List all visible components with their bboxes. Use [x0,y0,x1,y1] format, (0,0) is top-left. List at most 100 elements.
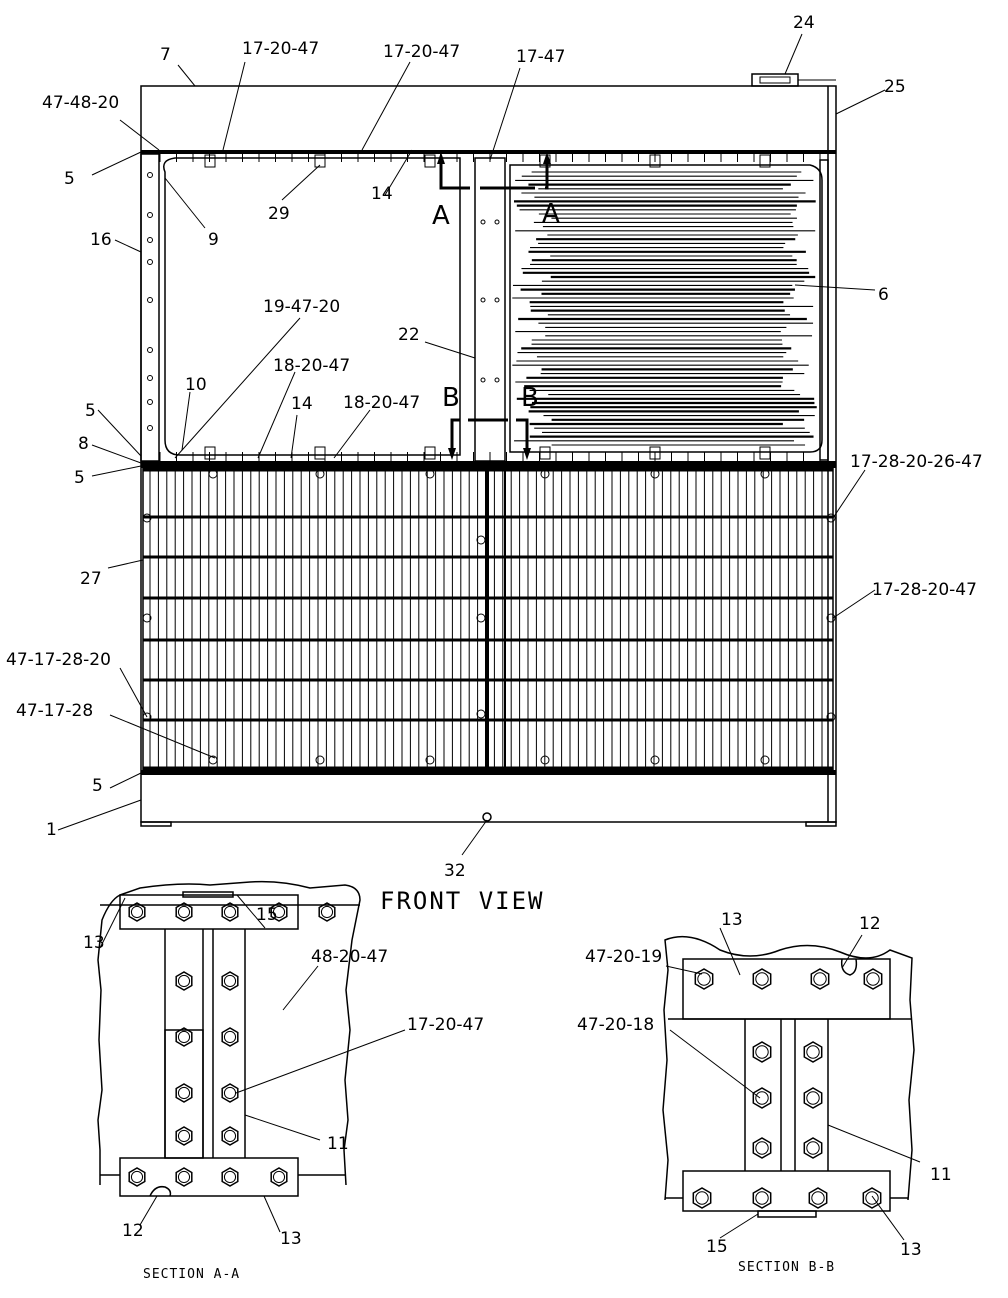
grille-bolt [826,513,836,523]
grille-bolt [142,613,152,623]
post-hole [480,377,486,383]
hex-bolt [221,902,239,922]
bracket-tab [424,154,436,168]
grille-bolt [208,755,218,765]
callout-label: 25 [884,77,906,97]
hex-bolt [175,1126,193,1146]
bracket-tab [204,446,216,460]
callout-label: 17-47 [516,47,565,67]
callout-label: 13 [900,1240,922,1260]
grille-bolt [476,709,486,719]
side-plate-left [140,153,160,462]
bar-bolt-ticks [159,154,821,461]
post-hole [480,297,486,303]
hex-bolt [803,1137,823,1159]
callout-label: 11 [930,1165,952,1185]
callout-label: 7 [160,45,171,65]
section-a-bottom-plate [119,1157,299,1197]
side-hole [147,425,153,431]
section-a-shim [182,891,234,898]
bracket-tab [204,154,216,168]
hex-bolt [318,902,336,922]
hex-bolt [221,1027,239,1047]
bracket-tab [424,446,436,460]
section-b-shim [757,1210,817,1218]
grille-bolt [650,469,660,479]
grille-bolt [540,469,550,479]
callout-label: 5 [92,776,103,796]
callout-label: 15 [706,1237,728,1257]
callout-label: 47-17-28 [16,701,93,721]
section-b-stiles [744,1019,829,1171]
side-hole [147,259,153,265]
section-a-marker-left: A [432,201,450,231]
bracket-tab [314,154,326,168]
section-b-top-plate [682,958,891,1020]
callout-label: 24 [793,13,815,33]
hex-bolt [692,1187,712,1209]
bracket-tab [649,154,661,168]
hex-bolt [808,1187,828,1209]
grille-bolt [315,755,325,765]
bracket-tab [759,154,771,168]
callout-label: 17-28-20-47 [872,580,977,600]
section-a-stile-left [164,1029,204,1159]
hex-bolt [175,1167,193,1187]
section-a-title: SECTION A-A [143,1267,240,1282]
hex-bolt [128,902,146,922]
grille-bolt [826,613,836,623]
callout-label: 47-20-18 [577,1015,654,1035]
bottom-bar [141,770,836,775]
callout-label: 17-20-47 [407,1015,484,1035]
side-hole [147,399,153,405]
hex-bolt [694,968,714,990]
callout-label: 12 [122,1221,144,1241]
hex-bolt [175,971,193,991]
hex-bolt [752,968,772,990]
hex-bolt [752,1137,772,1159]
section-b-leader-lines [665,927,921,1241]
grille-bolt [476,613,486,623]
grille-bolts [142,469,836,765]
callout-label: 5 [74,468,85,488]
section-a-cut-line [439,162,549,190]
hex-bolt [221,1167,239,1187]
post-hole [494,377,500,383]
drain-plug [482,812,492,822]
hex-bolt [175,1027,193,1047]
grille-lines [143,468,833,770]
middle-bar [141,461,836,468]
grille-bolt [208,469,218,479]
hex-bolt [752,1187,772,1209]
callout-label: 47-48-20 [42,93,119,113]
section-a-top-plate [119,894,299,930]
bracket-tab [314,446,326,460]
grille-bolt [315,469,325,479]
callout-label: 15 [256,905,278,925]
section-a-marker-right: A [542,199,560,229]
post-hole [480,219,486,225]
callout-label: 16 [90,230,112,250]
hex-bolt [752,1041,772,1063]
section-b-marker-right: B [521,383,539,413]
front-view-title: FRONT VIEW [380,887,545,915]
foot-right [805,821,837,827]
callout-label: 18-20-47 [273,356,350,376]
callout-label: 12 [859,914,881,934]
grille-bolt [826,712,836,722]
callout-label: 1 [46,820,57,840]
side-plate-holes [147,172,153,431]
section-b-breakout [662,935,915,1201]
side-plate-right [819,159,829,461]
callout-label: 27 [80,569,102,589]
radiator-core-upper [509,164,823,453]
section-cut-b: B B [442,383,539,460]
callout-label: 13 [83,933,105,953]
front-leader-lines [57,33,886,856]
section-b-bottom-plate [682,1170,891,1212]
center-post-holes [480,219,500,383]
hex-bolt [221,1083,239,1103]
